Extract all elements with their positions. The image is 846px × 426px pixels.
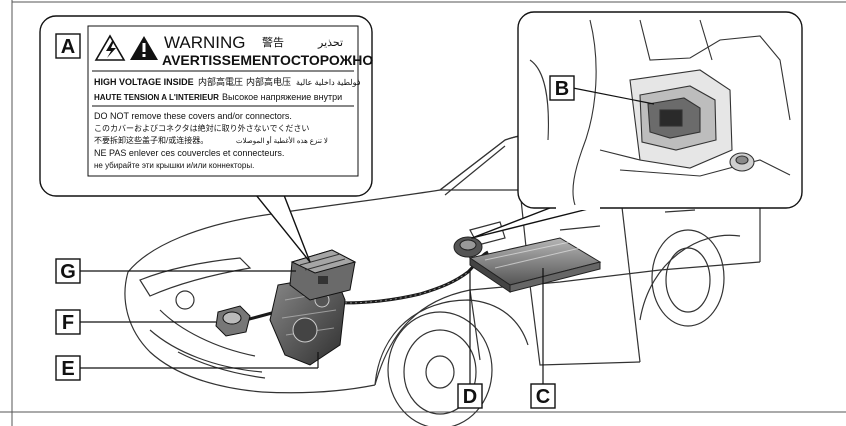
warning-title-zh: 警告: [262, 35, 284, 49]
svg-text:B: B: [555, 78, 569, 100]
svg-text:A: A: [61, 36, 75, 58]
svg-text:D: D: [463, 386, 477, 408]
hv-inside-zh-2: 内部高电压: [246, 76, 291, 87]
label-g: G: [55, 258, 81, 284]
warning-title-ru: ОСТОРОЖНО: [280, 52, 373, 68]
hv-inside-fr: HAUTE TENSION A L'INTERIEUR: [94, 93, 219, 102]
label-a: A: [55, 33, 81, 59]
hv-inside-ar: فولطية داخلية عالية: [296, 78, 361, 87]
svg-text:E: E: [61, 358, 74, 380]
warning-title-fr: AVERTISSEMENT: [162, 52, 280, 68]
ac-compressor: [215, 305, 251, 337]
instruction-ar: لا تنزع هذه الأغطية أو الموصلات: [236, 135, 328, 145]
warning-title-en: WARNING: [164, 33, 246, 52]
hybrid-battery: [453, 236, 602, 293]
label-f: F: [55, 309, 81, 335]
warning-title-ar: تحذير: [317, 37, 343, 49]
label-d: D: [457, 383, 483, 409]
svg-text:G: G: [60, 261, 76, 283]
instruction-ja: このカバーおよびコネクタは絶対に取り外さないでください: [94, 123, 309, 133]
callout-a-pointer: [251, 189, 311, 263]
hv-inside-en: HIGH VOLTAGE INSIDE: [94, 77, 194, 87]
service-plug-detail: [529, 19, 791, 206]
svg-text:C: C: [536, 386, 550, 408]
svg-text:F: F: [62, 312, 74, 334]
warning-sticker: WARNING 警告 تحذير AVERTISSEMENT ОСТОРОЖНО…: [87, 25, 373, 177]
label-b: B: [549, 75, 575, 101]
warning-triangle-icon: [130, 36, 158, 60]
label-b-leader: [572, 87, 655, 105]
instruction-fr: NE PAS enlever ces couvercles et connect…: [94, 148, 284, 158]
callout-b-pointer: [471, 205, 601, 239]
hv-inside-ru: Высокое напряжение внутри: [222, 92, 342, 102]
hv-inside-zh-1: 内部高電圧: [198, 76, 243, 87]
instruction-zh: 不要拆卸这些盖子和/或连接器。: [94, 135, 208, 145]
label-c: C: [530, 383, 556, 409]
power-control-unit-and-transaxle: [269, 249, 357, 366]
instruction-ru: не убирайте эти крышки и/или коннекторы.: [94, 161, 254, 170]
high-voltage-icon: [94, 34, 126, 61]
label-e: E: [55, 355, 81, 381]
instruction-en: DO NOT remove these covers and/or connec…: [94, 111, 292, 121]
